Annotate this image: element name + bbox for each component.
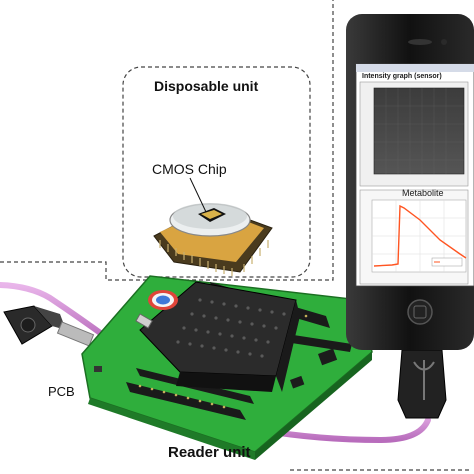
- usb-connector-right: [397, 335, 447, 419]
- reader-unit-label: Reader unit: [168, 444, 251, 461]
- usb-connector-left: [3, 305, 95, 347]
- intensity-graph-title: Intensity graph (sensor): [362, 73, 442, 80]
- cmos-chip-label: CMOS Chip: [152, 161, 227, 177]
- cmos-chip-package: [153, 177, 273, 276]
- reader-unit-frame: [0, 0, 334, 281]
- usb-cable-left: [0, 282, 113, 343]
- metabolite-title: Metabolite: [402, 188, 444, 198]
- pcb-label: PCB: [48, 384, 75, 399]
- pcb-board: [81, 275, 373, 460]
- smartphone: [346, 14, 474, 350]
- metabolite-curve: [373, 204, 467, 267]
- disposable-unit-box: [122, 66, 311, 278]
- disposable-unit-label: Disposable unit: [154, 78, 259, 94]
